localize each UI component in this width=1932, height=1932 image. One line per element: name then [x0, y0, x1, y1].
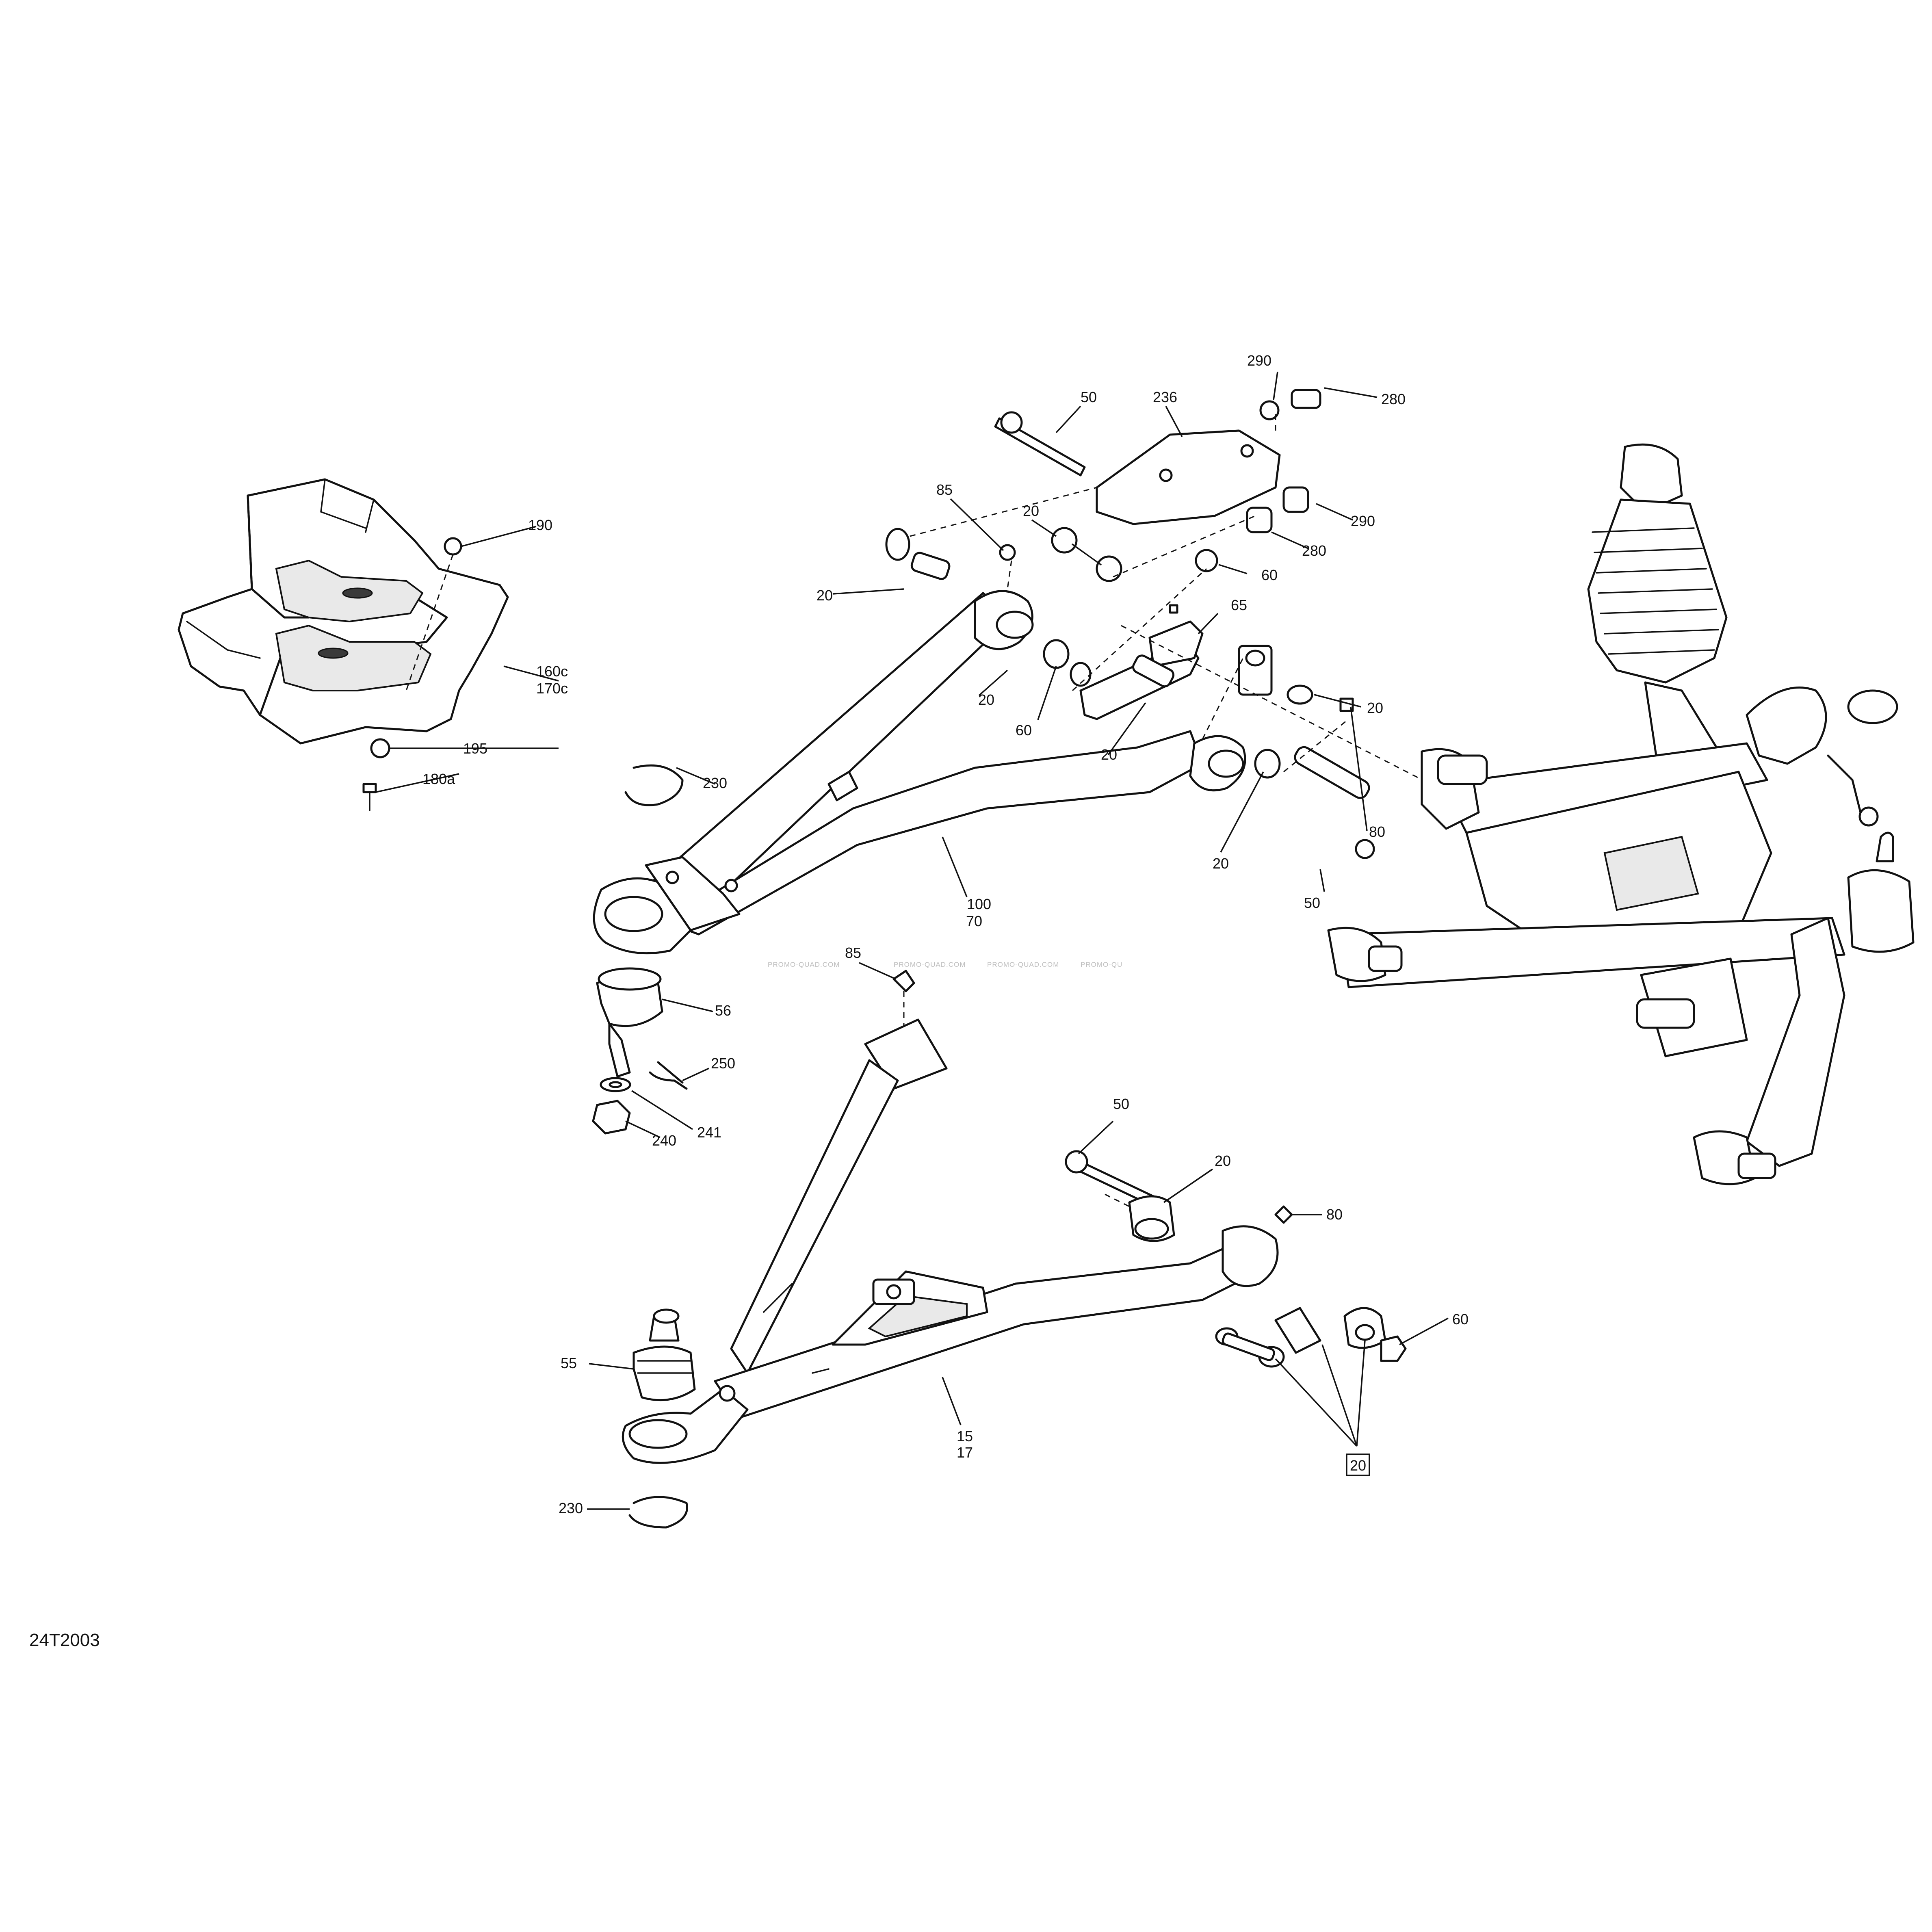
callout-55: 55	[561, 1355, 577, 1371]
upper-brackets	[1079, 429, 1313, 720]
callout-230-low: 230	[559, 1500, 583, 1516]
callout-20-g: 20	[1215, 1152, 1231, 1169]
callouts: 290 280 50 236 85 20 290 280 60 20 65 20…	[422, 352, 1468, 1516]
lower-circlip-230	[628, 1496, 688, 1529]
callout-240: 240	[652, 1132, 676, 1149]
callout-60-b: 60	[1016, 722, 1032, 739]
upper-a-arm	[593, 590, 1246, 955]
callout-280-top: 280	[1381, 391, 1406, 407]
callout-80-top: 80	[1369, 823, 1385, 840]
callout-20-boxed: 20	[1350, 1457, 1366, 1474]
callout-60-a: 60	[1261, 567, 1278, 583]
callout-160c: 160c	[536, 663, 568, 680]
lower-hardware	[1065, 1150, 1407, 1368]
callout-65: 65	[1231, 597, 1247, 613]
callout-241: 241	[697, 1124, 721, 1141]
callout-56: 56	[715, 1002, 731, 1019]
upper-hardware	[885, 389, 1375, 859]
callout-180a: 180a	[422, 771, 455, 787]
figure-id: 24T2003	[29, 1630, 100, 1650]
callout-20-e: 20	[1101, 746, 1117, 763]
callout-290-mid: 290	[1351, 513, 1375, 529]
callout-20-f: 20	[1213, 855, 1229, 872]
callout-50-top: 50	[1081, 389, 1097, 405]
callout-70: 70	[966, 913, 982, 929]
assembled-suspension	[1327, 443, 1915, 1185]
callout-195: 195	[463, 740, 487, 757]
watermark: PROMO-QUAD.COM PROMO-QUAD.COM PROMO-QUAD…	[768, 961, 1122, 968]
upper-assembly-lines	[910, 414, 1455, 797]
skid-fastener-axis	[405, 554, 454, 691]
grease-fitting-mid	[892, 970, 915, 992]
lower-ball-joint	[632, 1308, 696, 1401]
callout-50-low: 50	[1113, 1096, 1129, 1112]
callout-190: 190	[528, 517, 552, 533]
skid-plate-assembly	[178, 478, 509, 811]
callout-20-b: 20	[817, 587, 833, 604]
lower-a-arm	[622, 1018, 1279, 1464]
watermark-text-3: PROMO-QUAD.COM	[987, 961, 1059, 968]
callout-100: 100	[967, 896, 991, 912]
callout-170c: 170c	[536, 680, 568, 697]
watermark-text-1: PROMO-QUAD.COM	[768, 961, 840, 968]
callout-85-mid: 85	[845, 944, 861, 961]
watermark-text-4: PROMO-QU	[1081, 961, 1122, 968]
callout-17: 17	[957, 1444, 973, 1461]
callout-80-low: 80	[1326, 1206, 1343, 1223]
callout-20-box-frame	[1346, 1453, 1370, 1476]
callout-85-top: 85	[936, 481, 953, 498]
watermark-text-2: PROMO-QUAD.COM	[894, 961, 966, 968]
leader-lines	[375, 371, 1449, 1510]
callout-280-mid: 280	[1302, 542, 1326, 559]
callout-236: 236	[1153, 389, 1177, 405]
callout-20-c: 20	[978, 691, 994, 708]
callout-290-top: 290	[1247, 352, 1271, 369]
upper-circlip-230	[624, 764, 684, 806]
callout-15: 15	[957, 1428, 973, 1445]
callout-50-mid: 50	[1304, 895, 1320, 911]
callout-250: 250	[711, 1055, 735, 1072]
upper-ball-joint	[592, 967, 688, 1135]
callout-60-c: 60	[1452, 1311, 1468, 1328]
callout-20-d: 20	[1367, 700, 1383, 716]
callout-230-top: 230	[703, 775, 727, 791]
callout-20-a: 20	[1023, 502, 1039, 519]
